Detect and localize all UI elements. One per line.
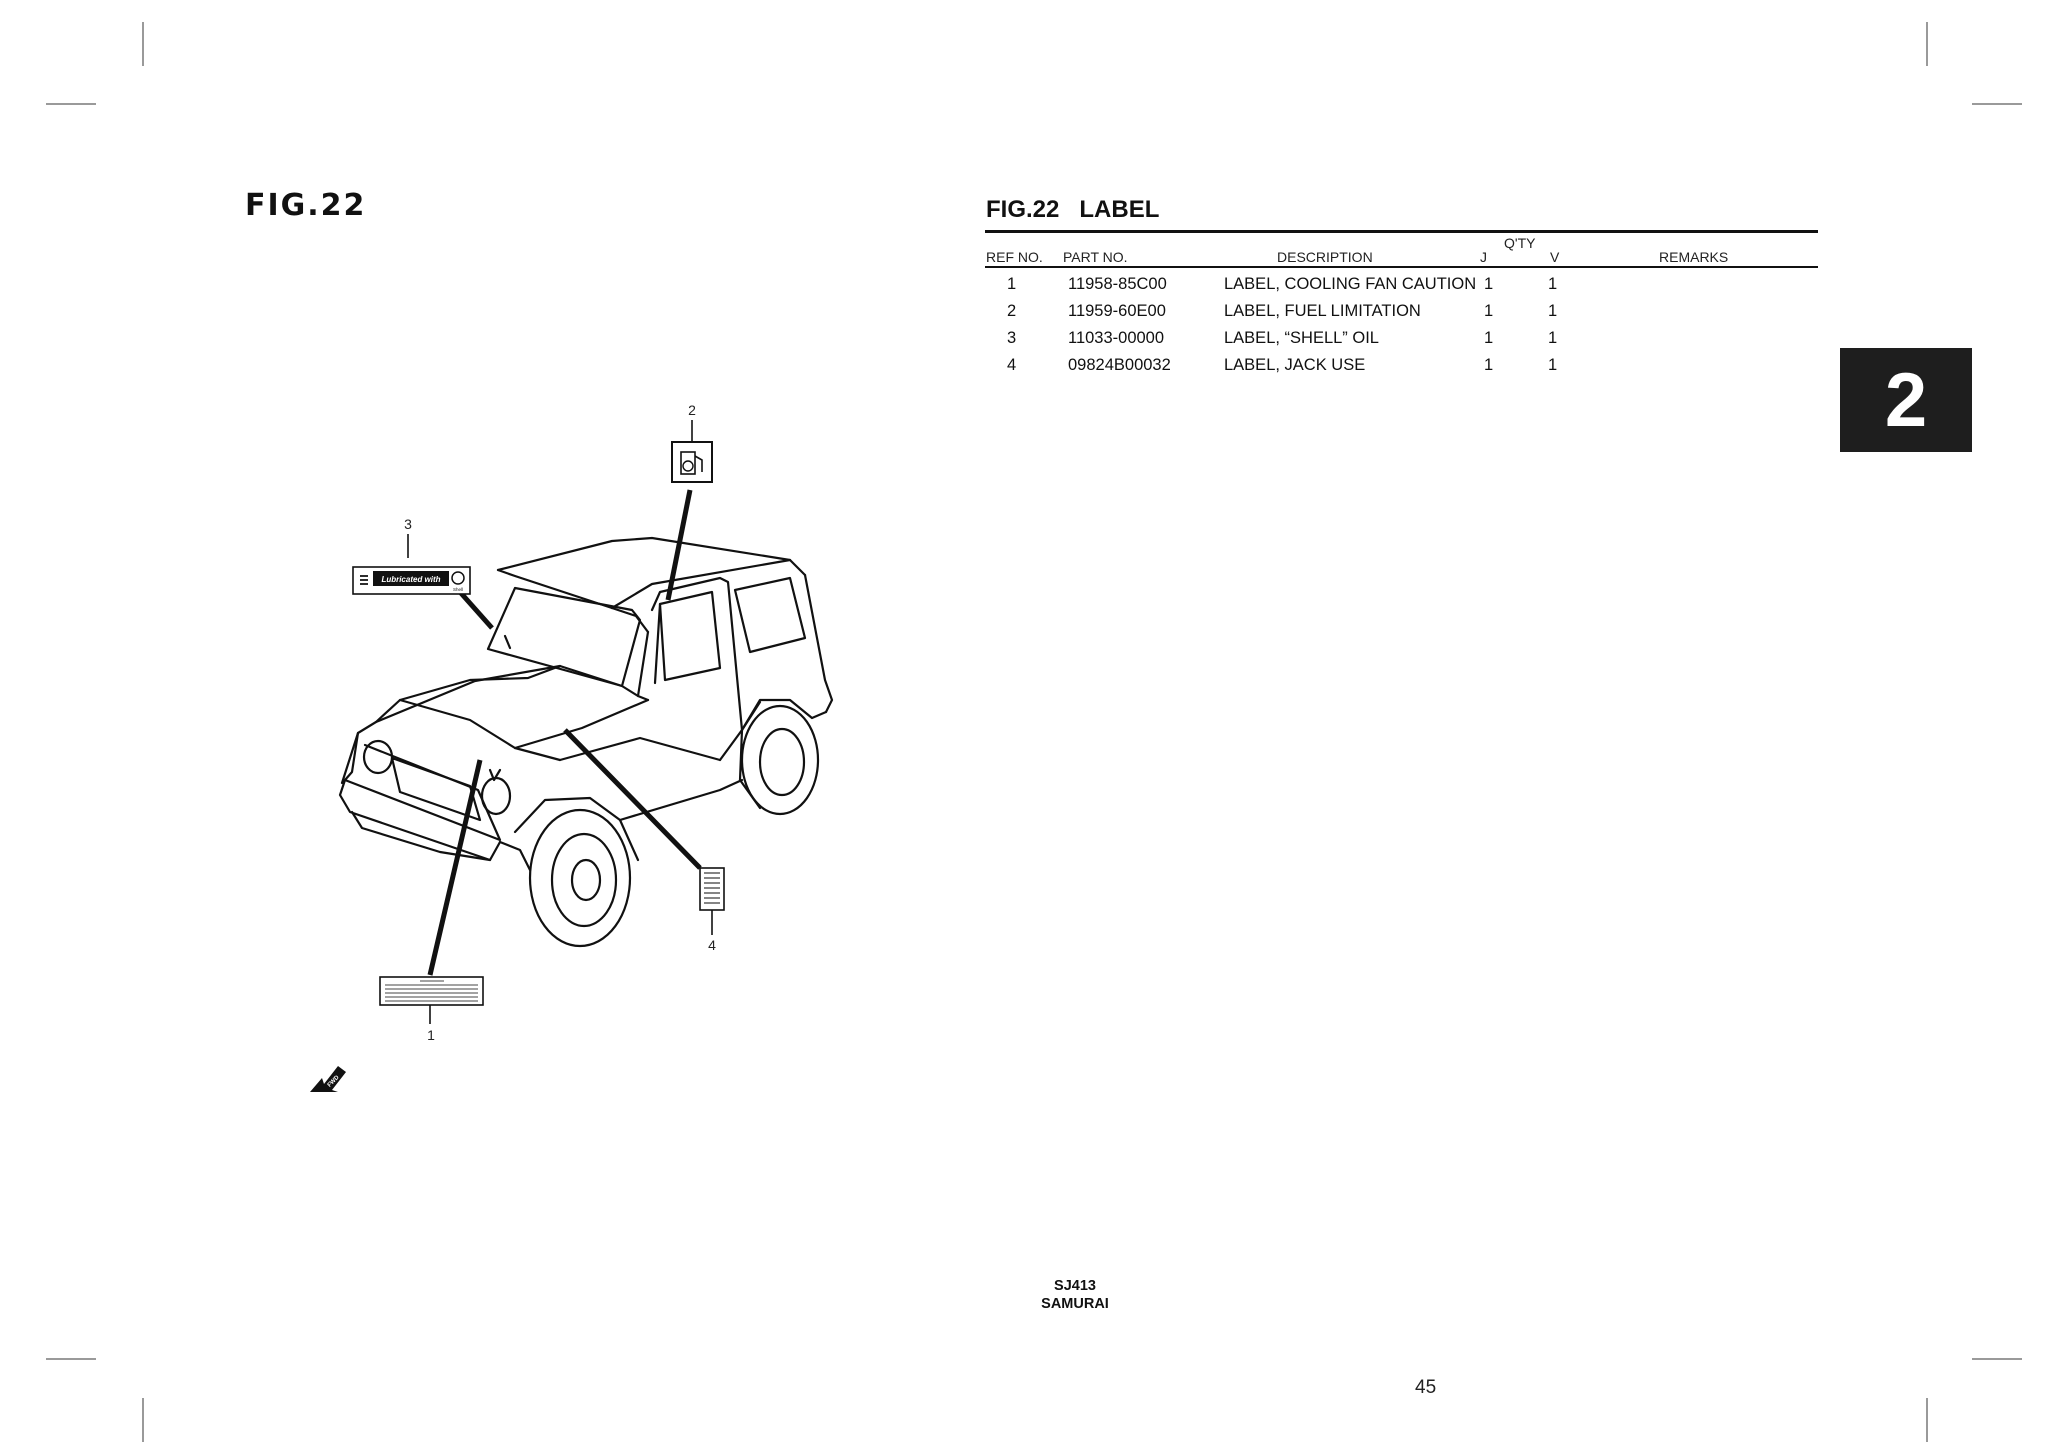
crop-mark: [142, 22, 144, 66]
table-cell-description: LABEL, “SHELL” OIL: [1224, 329, 1379, 347]
table-cell-qty-j: 1: [1484, 329, 1494, 347]
header-part-no: PART NO.: [1063, 249, 1128, 265]
table-cell-ref: 4: [1007, 356, 1017, 374]
table-cell-qty-v: 1: [1548, 329, 1558, 347]
table-cell-description: LABEL, COOLING FAN CAUTION: [1224, 275, 1477, 293]
table-cell-part-no: 09824B00032: [1068, 356, 1171, 374]
table-top-rule: [985, 230, 1818, 233]
callout-number: 4: [708, 937, 716, 953]
footer-model-code: SJ413: [1054, 1278, 1096, 1294]
header-remarks: REMARKS: [1659, 249, 1729, 265]
header-j: J: [1480, 249, 1487, 265]
crop-mark: [1972, 1358, 2022, 1360]
figure-title: FIG.22: [245, 188, 367, 223]
callout-number: 2: [688, 402, 696, 418]
table-cell-qty-v: 1: [1548, 275, 1558, 293]
section-tab: 2: [1840, 348, 1972, 452]
table-cell-part-no: 11958-85C00: [1068, 275, 1167, 293]
table-cell-qty-j: 1: [1484, 275, 1494, 293]
table-cell-qty-j: 1: [1484, 356, 1494, 374]
table-cell-ref: 3: [1007, 329, 1017, 347]
table-cell-part-no: 11959-60E00: [1068, 302, 1166, 320]
footer-model: SJ413 SAMURAI: [1010, 1277, 1140, 1313]
callout-number: 1: [427, 1027, 435, 1043]
sticker-text: Lubricated with: [381, 575, 440, 584]
table-header-rule: [985, 266, 1818, 268]
page-number: 45: [1415, 1377, 1437, 1398]
header-description: DESCRIPTION: [1277, 249, 1373, 265]
forward-arrow-icon: FWD: [310, 1066, 346, 1092]
table-cell-qty-v: 1: [1548, 356, 1558, 374]
table-cell-description: LABEL, JACK USE: [1224, 356, 1366, 374]
crop-mark: [46, 1358, 96, 1360]
table-cell-description: LABEL, FUEL LIMITATION: [1224, 302, 1421, 320]
crop-mark: [1926, 1398, 1928, 1442]
header-ref-no: REF NO.: [986, 249, 1043, 265]
table-cell-ref: 2: [1007, 302, 1017, 320]
table-cell-qty-v: 1: [1548, 302, 1558, 320]
crop-mark: [46, 103, 96, 105]
sticker-brand: Shell: [453, 587, 463, 592]
crop-mark: [1926, 22, 1928, 66]
table-title: FIG.22 LABEL: [986, 196, 1160, 223]
callout-number: 3: [404, 516, 412, 532]
table-cell-qty-j: 1: [1484, 302, 1494, 320]
table-cell-ref: 1: [1007, 275, 1017, 293]
footer-model-name: SAMURAI: [1041, 1296, 1109, 1312]
crop-mark: [142, 1398, 144, 1442]
table-cell-part-no: 11033-00000: [1068, 329, 1165, 347]
crop-mark: [1972, 103, 2022, 105]
header-qty: Q'TY: [1504, 235, 1536, 251]
header-v: V: [1550, 249, 1560, 265]
